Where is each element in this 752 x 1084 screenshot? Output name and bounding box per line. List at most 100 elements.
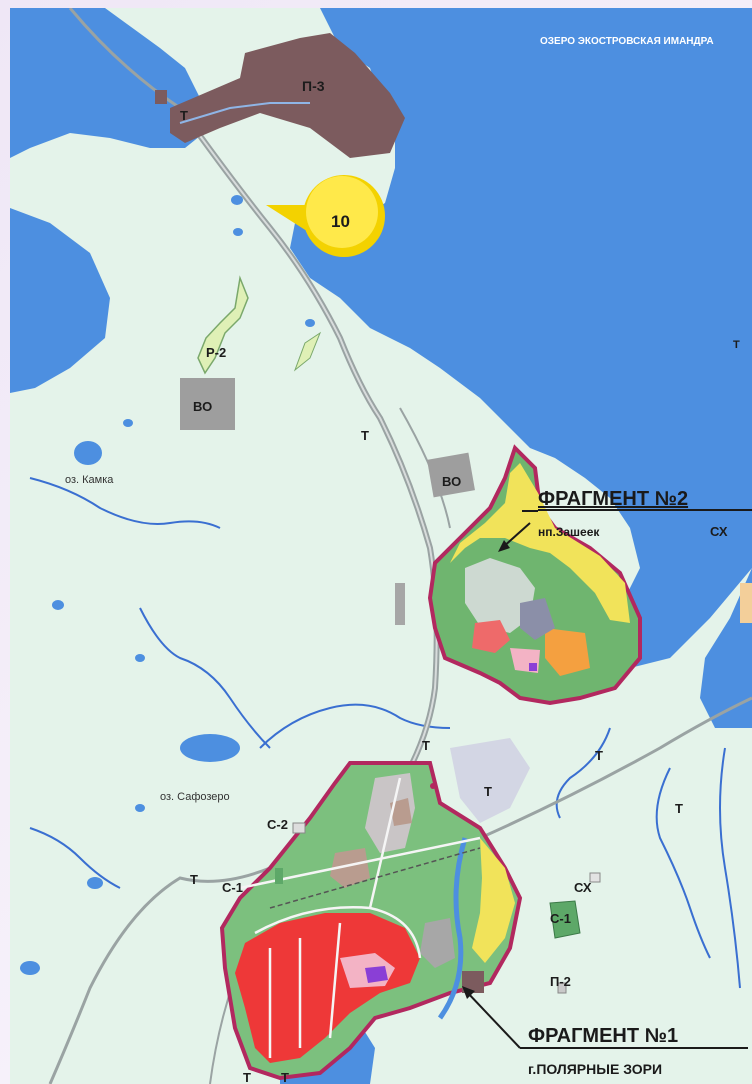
zone-s1-label: С-1 [550, 911, 571, 926]
small-lake [233, 228, 243, 236]
streams-layer [29, 477, 741, 989]
small-lake [135, 804, 145, 812]
fragment-1-brown [330, 848, 370, 888]
lake-ekostrovskaya-imandra [290, 8, 752, 668]
callout-pointer [266, 205, 310, 233]
small-lake [305, 319, 315, 327]
zone-sx-marker [589, 872, 601, 883]
zone-s1-label: С-1 [222, 880, 243, 895]
zone-s1-east [549, 900, 581, 939]
zone-vo-west [180, 378, 235, 430]
zone-s2-marker [292, 822, 306, 834]
lake-safozero-label: оз. Сафозеро [160, 791, 230, 803]
lake-kamka-label: оз. Камка [65, 474, 114, 486]
building-nw [155, 90, 167, 104]
stream [259, 703, 451, 749]
zone-s1-west-marker [275, 868, 283, 884]
fragment-1-arrow [465, 990, 521, 1049]
building-p2 [462, 971, 484, 993]
zone-r2 [197, 275, 249, 375]
zone-vo-label: ВО [193, 399, 212, 414]
fragment-1-channel [437, 837, 468, 1020]
small-lake [123, 419, 133, 427]
lake-northwest-bay [10, 8, 210, 158]
railway [269, 847, 481, 909]
fragment-1-grey [365, 773, 415, 853]
small-lake [87, 877, 103, 889]
fragment-1-subtitle: г.ПОЛЯРНЫЕ ЗОРИ [528, 1061, 662, 1077]
lake-kamka [74, 441, 102, 465]
fragment-1-arrowhead [462, 986, 475, 999]
stream [555, 727, 611, 819]
zone-p3-label: П-3 [302, 78, 325, 94]
zone-r2-label: Р-2 [206, 345, 226, 360]
water-layer [10, 8, 752, 1084]
zone-vo-east [427, 452, 475, 498]
zone-p2-marker [557, 982, 567, 994]
stream [655, 767, 711, 959]
fragment-2-grey [520, 598, 555, 640]
labels-layer: ОЗЕРО ЭКОСТРОВСКАЯ ИМАНДРА П-3 Т Р-2 ВО … [65, 36, 740, 1084]
fragment-1-area [219, 761, 523, 1081]
zone-t-label: Т [595, 748, 603, 763]
zone-t-label: Т [733, 339, 740, 351]
small-lake [20, 961, 40, 975]
callout-number: 10 [331, 212, 350, 231]
zone-sx-label: СХ [710, 524, 728, 539]
zone-sx-label: СХ [574, 880, 592, 895]
zone-t-label: Т [180, 108, 188, 123]
fragment-1-grey-2 [420, 918, 455, 968]
fragment-2-title: ФРАГМЕНТ №2 [538, 488, 688, 510]
road-east [479, 696, 752, 840]
small-lake [52, 600, 64, 610]
zone-t-label: Т [243, 1070, 251, 1084]
lake-title-label: ОЗЕРО ЭКОСТРОВСКАЯ ИМАНДРА [540, 36, 714, 47]
fragment-2-arrowhead [498, 540, 510, 552]
fragment-2-label-group: ФРАГМЕНТ №2 нп.Зашеек [498, 488, 752, 552]
stream [139, 607, 271, 749]
port-area [450, 738, 530, 823]
callout-circle-inner [306, 176, 378, 248]
map-canvas[interactable]: ОЗЕРО ЭКОСТРОВСКАЯ ИМАНДРА П-3 Т Р-2 ВО … [10, 8, 752, 1084]
stream [29, 827, 121, 889]
grey-strip [395, 583, 405, 625]
zone-p2-label: П-2 [550, 974, 571, 989]
fragment-1-yellow [472, 838, 515, 963]
zone-t-label: Т [281, 1070, 289, 1084]
fragment-2-yellow [450, 463, 630, 623]
zone-t-label: Т [361, 428, 369, 443]
zone-s2-label: С-2 [267, 817, 288, 832]
fragment-1-brown-2 [390, 798, 412, 826]
zone-sx-east-marker [740, 583, 752, 623]
lake-safozero [180, 734, 240, 762]
callout-badge[interactable]: 10 [266, 175, 385, 257]
fragment-2-area [427, 444, 642, 706]
zone-p3-industrial [170, 33, 405, 158]
zone-t-label: Т [190, 872, 198, 887]
p3-inner-water [179, 102, 310, 124]
zone-t-label: Т [484, 784, 492, 799]
fragment-2-light [465, 558, 535, 633]
main-highway-center [179, 107, 438, 769]
small-lake [135, 654, 145, 662]
fragment-2-orange [545, 628, 590, 676]
fragment-1-purple [365, 966, 388, 983]
zone-t-label: Т [422, 738, 430, 753]
zone-vo-label: ВО [442, 474, 461, 489]
zone-r2-strip [293, 331, 322, 372]
stream [29, 477, 221, 529]
fragment-2-red [472, 620, 510, 653]
lake-west [10, 208, 110, 393]
fragment-2-purple [529, 663, 537, 671]
fragment-1-residential [235, 913, 420, 1063]
lake-east-channel [700, 568, 752, 728]
fragment-1-title: ФРАГМЕНТ №1 [528, 1025, 678, 1047]
stream [719, 747, 741, 989]
fragment-2-subtitle: нп.Зашеек [538, 525, 600, 539]
small-lake [231, 195, 243, 205]
map-svg: ОЗЕРО ЭКОСТРОВСКАЯ ИМАНДРА П-3 Т Р-2 ВО … [10, 8, 752, 1084]
zone-t-label: Т [675, 801, 683, 816]
point-marker [430, 783, 436, 789]
fragment-1-label-group: ФРАГМЕНТ №1 г.ПОЛЯРНЫЕ ЗОРИ [462, 986, 748, 1077]
fragment-1-roads [239, 777, 481, 1058]
